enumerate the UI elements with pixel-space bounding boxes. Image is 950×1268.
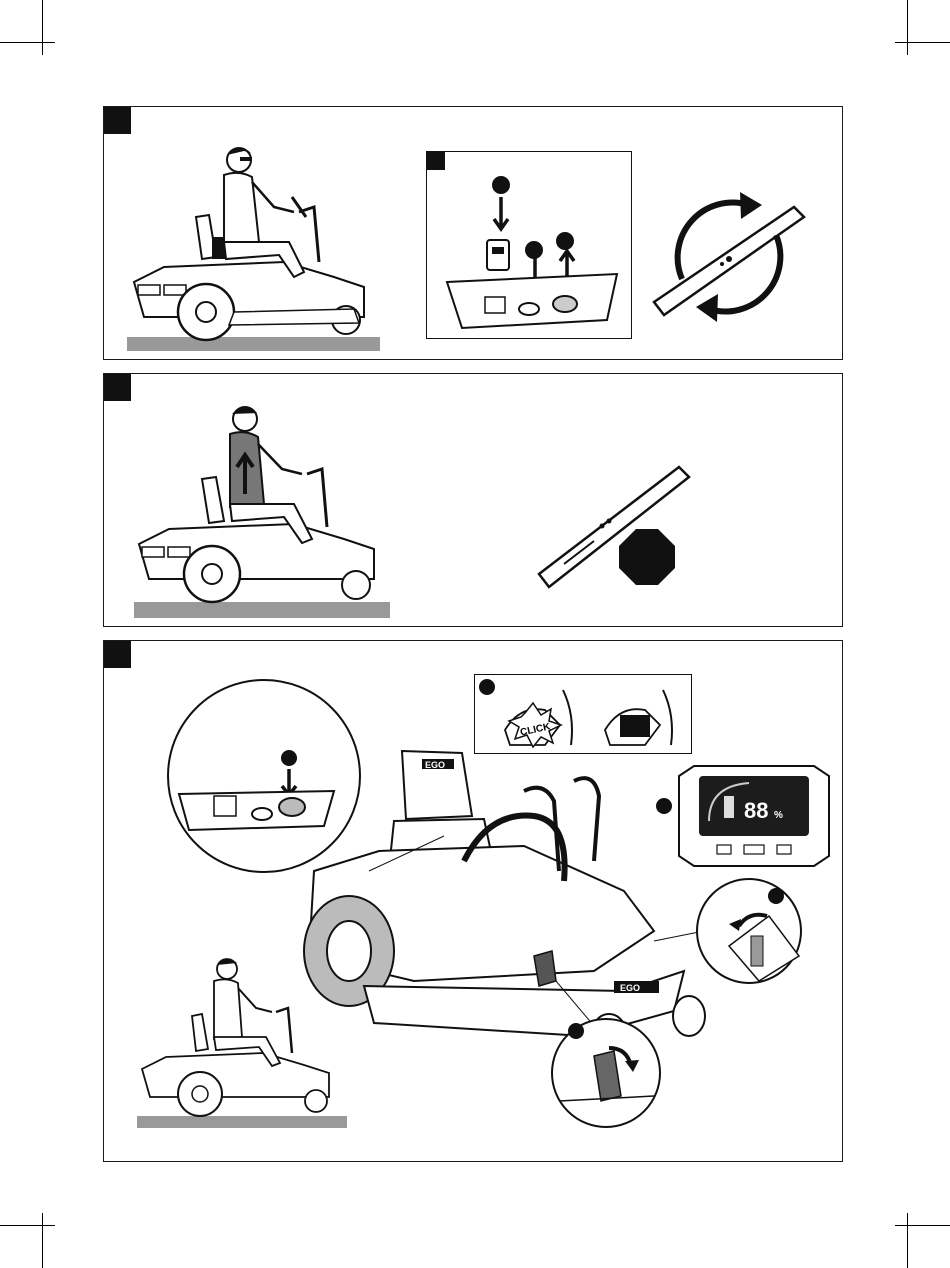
step-marker [104,107,131,134]
deck-brand-label: EGO [620,983,640,993]
step-marker [104,374,131,401]
lever-detail-circle [699,876,819,996]
mower-operator-small-icon [134,951,349,1131]
pedal-detail-circle [549,1016,664,1131]
step-panel-2 [103,373,843,627]
dashboard-display-icon: 88 % [649,761,844,871]
stop-sign-icon [619,529,675,585]
display-digits: 88 [744,798,768,823]
key-switch-icon [427,152,631,338]
mower-operator-icon [124,137,389,357]
step-panel-3: CLICK EGO EGO [103,640,843,1162]
blade-rotate-icon [644,187,814,327]
step-marker [104,641,131,668]
display-unit: % [774,810,783,821]
seat-brand-label: EGO [425,760,445,770]
operator-standing-icon [124,399,394,624]
key-switch-inset [426,151,632,339]
step-panel-1 [103,106,843,360]
